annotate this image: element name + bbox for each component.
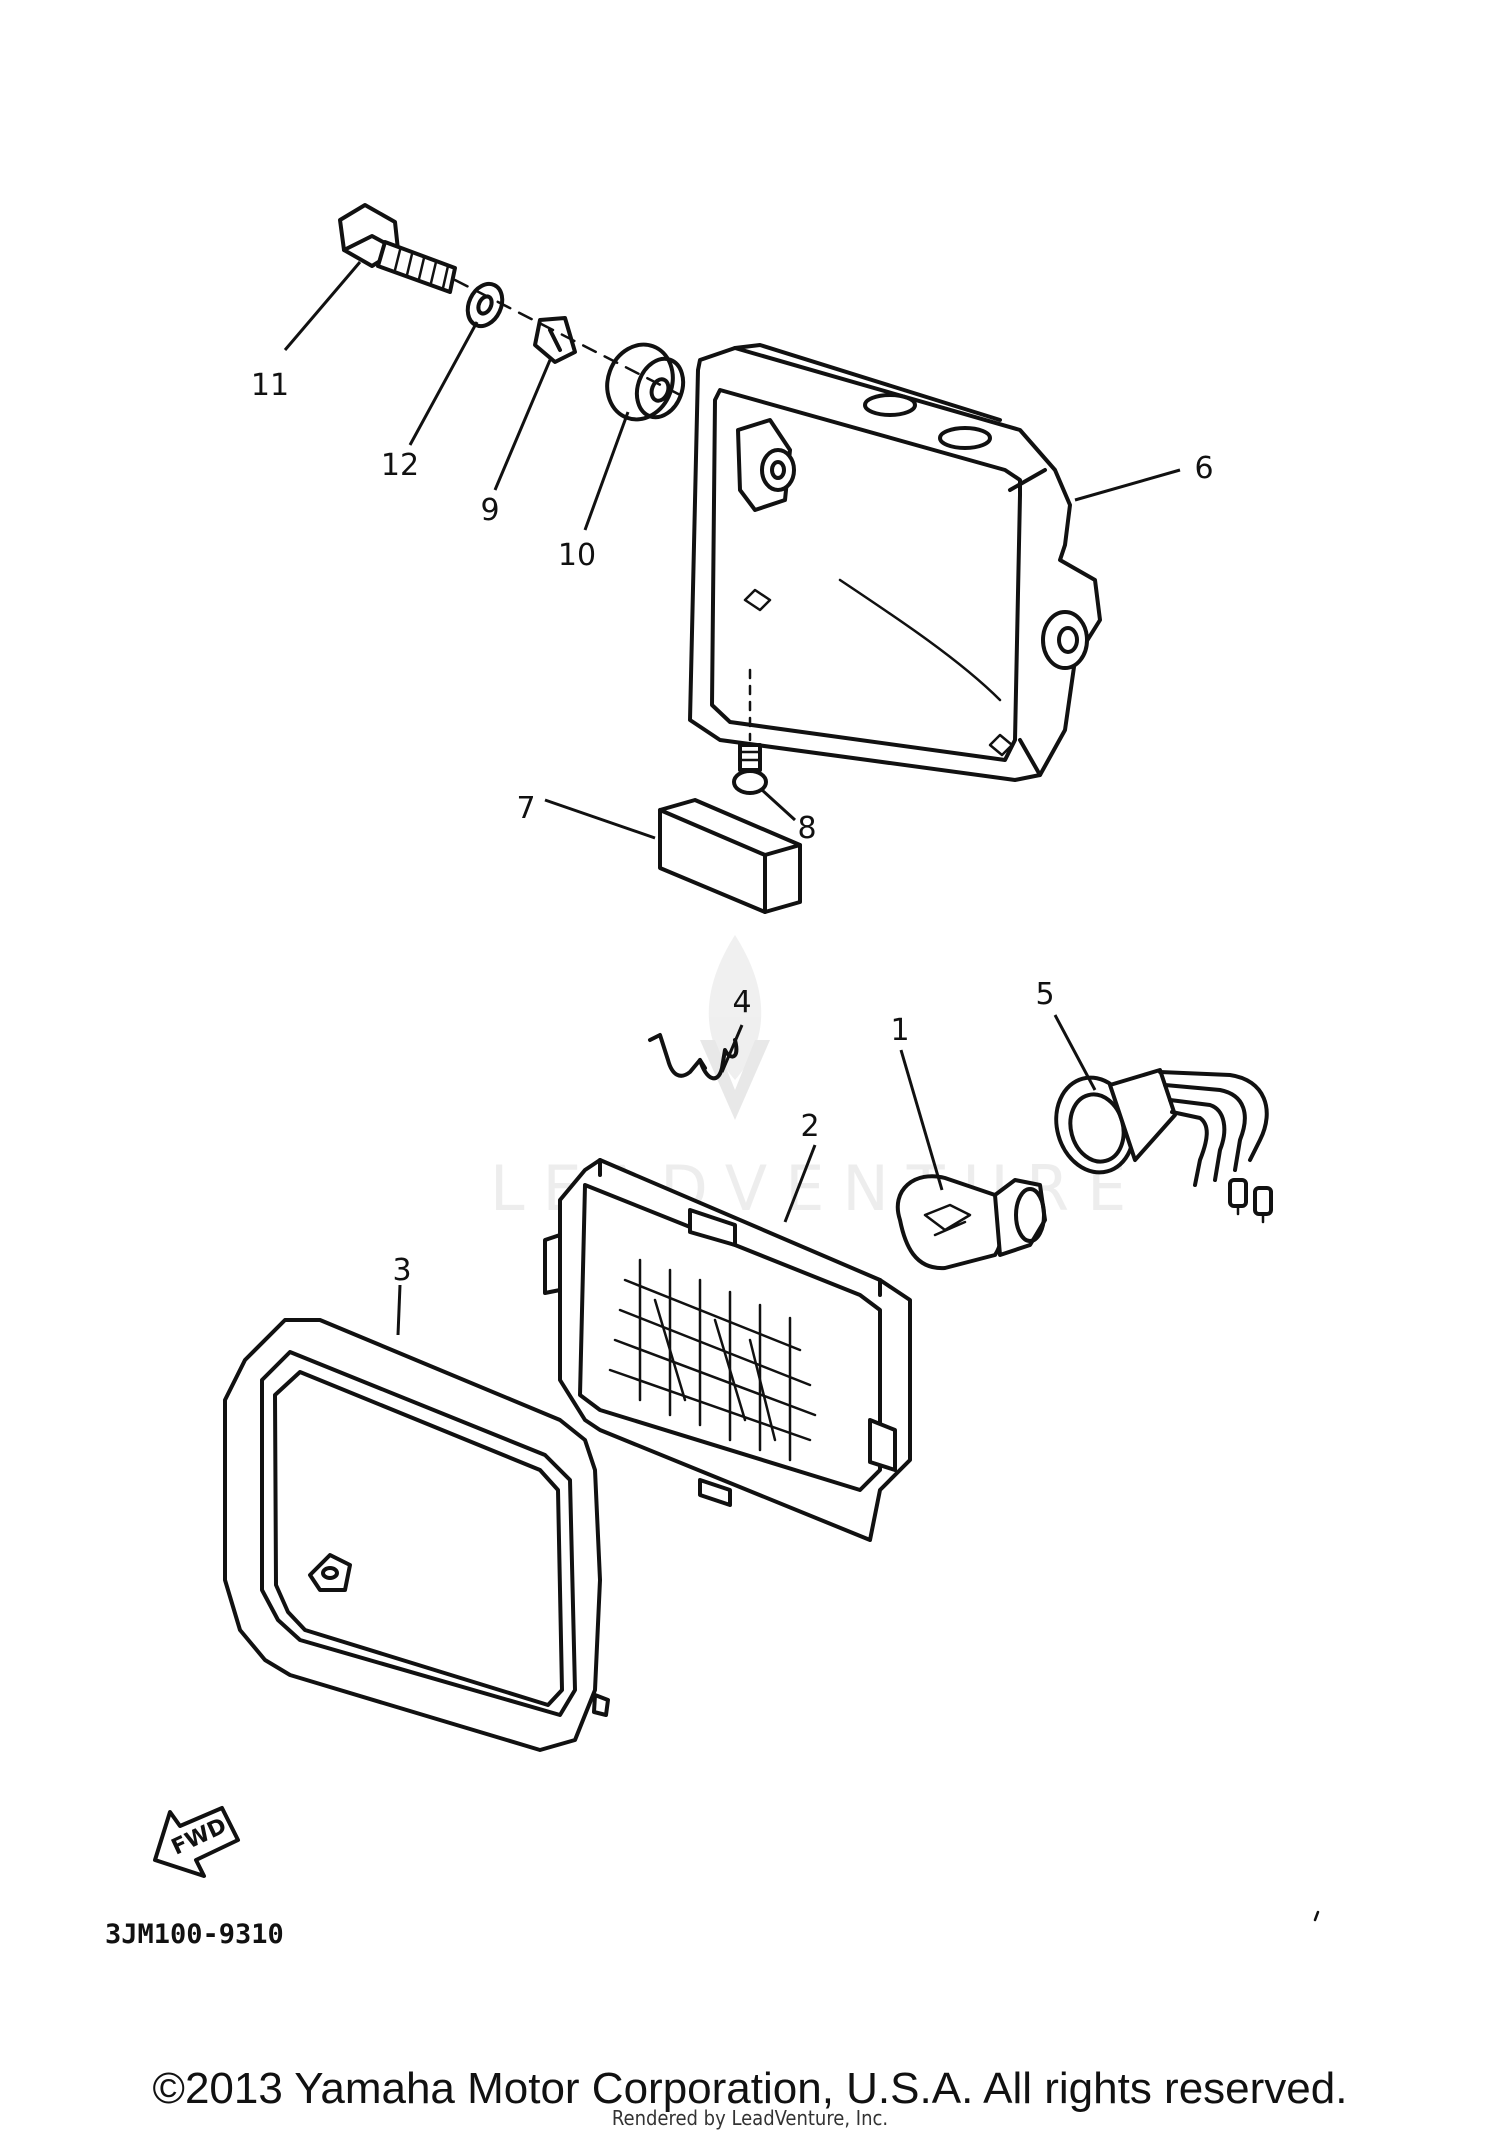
callout-4: 4 [732,985,751,1020]
callout-6: 6 [1194,451,1213,486]
rendered-by-credit: Rendered by LeadVenture, Inc. [611,2106,889,2130]
callout-3: 3 [392,1253,411,1288]
fwd-arrow-icon: FWD [153,1806,240,1878]
callout-1: 1 [890,1013,909,1048]
lens-unit-part-2[interactable] [543,1158,912,1542]
copyright-notice: ©2013 Yamaha Motor Corporation, U.S.A. A… [152,2064,1348,2113]
leader-lines [283,261,1181,1336]
spring-clip-part-4[interactable] [648,1033,739,1081]
callout-12: 12 [381,448,419,483]
socket-harness-part-5[interactable] [1046,1068,1273,1224]
callout-7: 7 [516,791,535,826]
callout-8: 8 [797,811,816,846]
grommet-part-10[interactable] [597,335,691,428]
block-part-7[interactable] [658,798,802,914]
stray-mark [1313,1910,1320,1922]
callout-5: 5 [1035,977,1054,1012]
callout-10: 10 [558,538,596,573]
screw-part-8[interactable] [732,668,768,795]
bulb-part-1[interactable] [895,1174,1047,1271]
callout-2: 2 [800,1109,819,1144]
drawing-code: 3JM100-9310 [105,1919,284,1950]
callout-9: 9 [480,493,499,528]
rim-part-3[interactable] [223,1318,610,1752]
bolt-part-11[interactable] [338,203,457,294]
housing-part-6[interactable] [688,343,1102,782]
callout-11: 11 [251,368,289,403]
collar-part-9[interactable] [533,316,577,364]
